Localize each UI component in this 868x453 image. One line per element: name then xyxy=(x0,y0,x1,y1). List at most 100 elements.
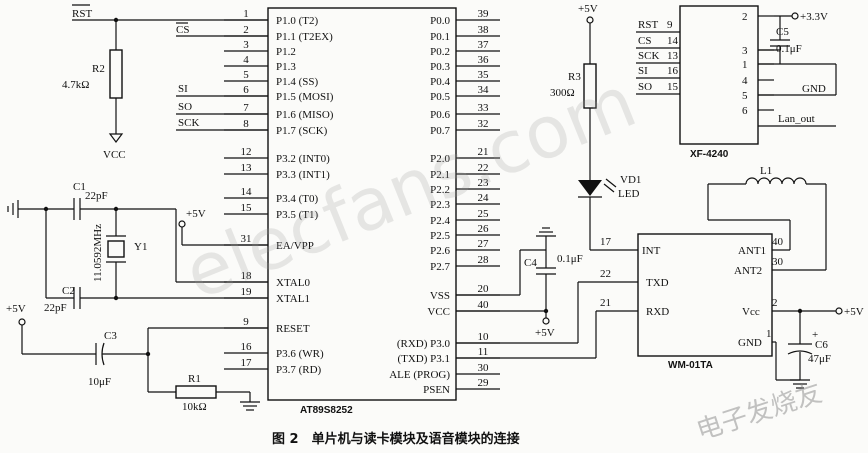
led-name: VD1 xyxy=(620,174,641,186)
p5v-reset-terminal xyxy=(18,318,26,326)
mcu-pin-label: RESET xyxy=(276,323,310,335)
wm01ta-pin-label: ANT1 xyxy=(738,245,766,257)
r3-supply: +5V xyxy=(578,3,598,15)
vcc-arrow-icon xyxy=(108,133,124,143)
c5-value: 0.1μF xyxy=(776,43,802,55)
xf4240-pin-number: 4 xyxy=(742,75,748,87)
wm01ta-pin-label: TXD xyxy=(646,277,669,289)
mcu-pin-label: ALE (PROG) xyxy=(389,369,450,381)
mcu-pin-number: 21 xyxy=(478,146,489,158)
mcu-pin-label: P2.4 xyxy=(430,215,450,227)
xf4240-pin-number: 5 xyxy=(742,90,748,102)
c5-supply: +3.3V xyxy=(800,11,828,23)
mcu-pin-label: P3.5 (T1) xyxy=(276,209,319,221)
mcu-pin-number: 39 xyxy=(478,8,490,20)
mcu-pin-label: P3.7 (RD) xyxy=(276,364,322,376)
xf4240-pin-label: SI xyxy=(638,65,648,77)
mcu-right-pins: 39P0.038P0.137P0.236P0.335P0.434P0.533P0… xyxy=(389,8,500,396)
mcu-pin-label: P0.0 xyxy=(430,15,450,27)
led-ray-1 xyxy=(603,183,615,193)
mcu-pin-label: PSEN xyxy=(423,384,450,396)
mcu-pin-number: 11 xyxy=(478,346,489,358)
mcu-pin-number: 30 xyxy=(478,362,490,374)
r1-name: R1 xyxy=(188,373,201,385)
mcu-pin-number: 23 xyxy=(478,177,490,189)
mcu-pin-label: P1.3 xyxy=(276,61,296,73)
mcu-pin-label: P0.5 xyxy=(430,91,450,103)
c3-name: C3 xyxy=(104,330,117,342)
c1-name: C1 xyxy=(73,181,86,193)
led-icon xyxy=(578,180,602,196)
reset-junction xyxy=(145,351,151,357)
mcu-pin-number: 9 xyxy=(243,316,249,328)
signal-so: SO xyxy=(178,101,192,113)
vcc-junction xyxy=(543,308,549,314)
mcu-pin-label: P2.0 xyxy=(430,153,450,165)
c5-name: C5 xyxy=(776,26,789,38)
xf-lan-out-label: Lan_out xyxy=(778,113,815,125)
xf4240-pin-number: 14 xyxy=(667,35,679,47)
xf4240-pin-number: 9 xyxy=(667,19,673,31)
mcu-pin-number: 29 xyxy=(478,377,490,389)
xf-gnd-label: GND xyxy=(802,83,826,95)
wm01ta-pin-number: 17 xyxy=(600,236,612,248)
wm01ta-pin-label: GND xyxy=(738,337,762,349)
mcu-pin-label: EA/VPP xyxy=(276,240,314,252)
mcu-pin-number: 16 xyxy=(241,341,253,353)
figure-caption: 图 2 单片机与读卡模块及语音模块的连接 xyxy=(272,431,520,447)
mcu-pin-number: 8 xyxy=(243,118,249,130)
mcu-pin-label: P2.7 xyxy=(430,261,450,273)
wm01ta-pin-label: Vcc xyxy=(742,306,760,318)
mcu-pin-number: 22 xyxy=(478,162,489,174)
mcu-pin-number: 34 xyxy=(478,84,490,96)
c1-value: 22pF xyxy=(85,190,108,202)
mcu-pin-number: 31 xyxy=(241,233,252,245)
wm01ta-pin-number: 40 xyxy=(772,236,784,248)
c4-supply: +5V xyxy=(535,327,555,339)
mcu-pin-number: 38 xyxy=(478,24,490,36)
c6-value: 47μF xyxy=(808,353,831,365)
c4-value: 0.1μF xyxy=(557,253,583,265)
xf4240-pin-number: 2 xyxy=(742,11,748,23)
mcu-pin-number: 25 xyxy=(478,208,490,220)
mcu-pin-label: P2.5 xyxy=(430,230,450,242)
signal-sck: SCK xyxy=(178,117,199,129)
mcu-pin-label: P0.1 xyxy=(430,31,450,43)
mcu-pin-number: 26 xyxy=(478,223,490,235)
mcu-pin-label: P1.2 xyxy=(276,46,296,58)
wm01ta-pin-number: 2 xyxy=(772,297,778,309)
wm01ta-pin-label: ANT2 xyxy=(734,265,762,277)
r2-supply: VCC xyxy=(103,149,126,161)
r1-value: 10kΩ xyxy=(182,401,207,413)
r3-value: 300Ω xyxy=(550,87,575,99)
led-ray-2 xyxy=(605,178,617,188)
mcu-pin-number: 24 xyxy=(478,192,490,204)
p5v-ea-label: +5V xyxy=(186,208,206,220)
xf4240-body xyxy=(679,5,759,145)
mcu-pin-label: P0.6 xyxy=(430,109,450,121)
mcu-pin-number: 1 xyxy=(243,8,249,20)
c2-value: 22pF xyxy=(44,302,67,314)
mcu-pin-label: P2.3 xyxy=(430,199,450,211)
xf4240-pin-label: SO xyxy=(638,81,652,93)
xf4240-pin-number: 15 xyxy=(667,81,679,93)
mcu-pin-label: P0.4 xyxy=(430,76,450,88)
c6-plate-b xyxy=(787,350,813,355)
r2-name: R2 xyxy=(92,63,105,75)
mcu-pin-number: 10 xyxy=(478,331,490,343)
xf4240-pin-number: 3 xyxy=(742,45,748,57)
mcu-pin-label: XTAL1 xyxy=(276,293,310,305)
r3-name: R3 xyxy=(568,71,581,83)
inductor-name: L1 xyxy=(760,165,772,177)
mcu-pin-label: P2.2 xyxy=(430,184,450,196)
c4-name: C4 xyxy=(524,257,537,269)
wm01ta-pin-number: 1 xyxy=(766,328,772,340)
mcu-pin-number: 28 xyxy=(478,254,490,266)
p5v-ea-terminal xyxy=(178,220,186,228)
xf4240-pin-number: 16 xyxy=(667,65,679,77)
mcu-pin-number: 32 xyxy=(478,118,489,130)
mcu-pin-label: P1.0 (T2) xyxy=(276,15,319,27)
